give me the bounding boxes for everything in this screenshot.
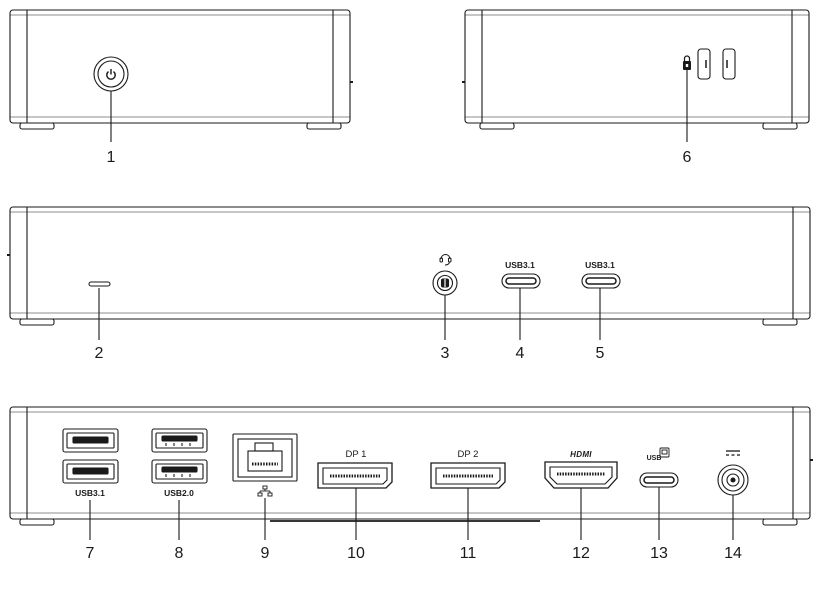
callout-4: 4: [516, 345, 525, 362]
status-led: [88, 281, 111, 287]
callout-9: 9: [261, 545, 270, 562]
displayport-1[interactable]: [317, 462, 393, 489]
usb-a-port-usb2-top[interactable]: [151, 428, 208, 453]
device-top-view-right: 6: [462, 9, 810, 166]
ethernet-port[interactable]: [232, 433, 298, 482]
dp1-label: DP 1: [346, 449, 367, 460]
displayport-2[interactable]: [430, 462, 506, 489]
usb-c-rear-label: USB: [647, 455, 662, 462]
callout-1: 1: [107, 149, 116, 166]
device-front-view: 2 3 USB3.1 4 USB3.1 5: [7, 206, 811, 362]
power-icon: [106, 69, 116, 80]
security-slot-2[interactable]: [722, 48, 736, 80]
callout-2: 2: [95, 345, 104, 362]
usb-c-port-front-a[interactable]: [501, 273, 541, 289]
dp2-label: DP 2: [458, 449, 479, 460]
usb-a-port-rear-top[interactable]: [62, 428, 119, 453]
security-slot-1[interactable]: [697, 48, 711, 80]
audio-jack[interactable]: [432, 270, 458, 296]
headset-icon: [439, 254, 452, 266]
callout-10: 10: [347, 545, 365, 562]
callout-12: 12: [572, 545, 590, 562]
callout-8: 8: [175, 545, 184, 562]
hdmi-label: HDMI: [570, 450, 592, 459]
usb-c-port-front-b[interactable]: [581, 273, 621, 289]
callout-13: 13: [650, 545, 668, 562]
callout-6: 6: [683, 149, 692, 166]
kensington-lock-icon: [683, 55, 691, 70]
network-icon: [257, 485, 273, 497]
usb-a-port-rear-bottom[interactable]: [62, 459, 119, 484]
dc-power-icon: [726, 450, 740, 456]
dc-power-jack[interactable]: [717, 464, 749, 496]
usb-c-port-rear[interactable]: [639, 472, 679, 488]
callout-3: 3: [441, 345, 450, 362]
device-top-view-left: 1: [9, 9, 353, 166]
hdmi-port[interactable]: [544, 461, 618, 489]
usb-a-port-usb2-bottom[interactable]: [151, 459, 208, 484]
usb31-label-rear: USB3.1: [75, 488, 105, 498]
device-rear-view: USB3.1 7 USB2.0 8: [9, 406, 813, 562]
callout-14: 14: [724, 545, 742, 562]
usb-display-icon: [659, 447, 670, 458]
usb31-label-front-a: USB3.1: [505, 260, 535, 270]
callout-7: 7: [86, 545, 95, 562]
callout-11: 11: [460, 545, 477, 562]
usb20-label-rear: USB2.0: [164, 488, 194, 498]
usb31-label-front-b: USB3.1: [585, 260, 615, 270]
callout-5: 5: [596, 345, 605, 362]
